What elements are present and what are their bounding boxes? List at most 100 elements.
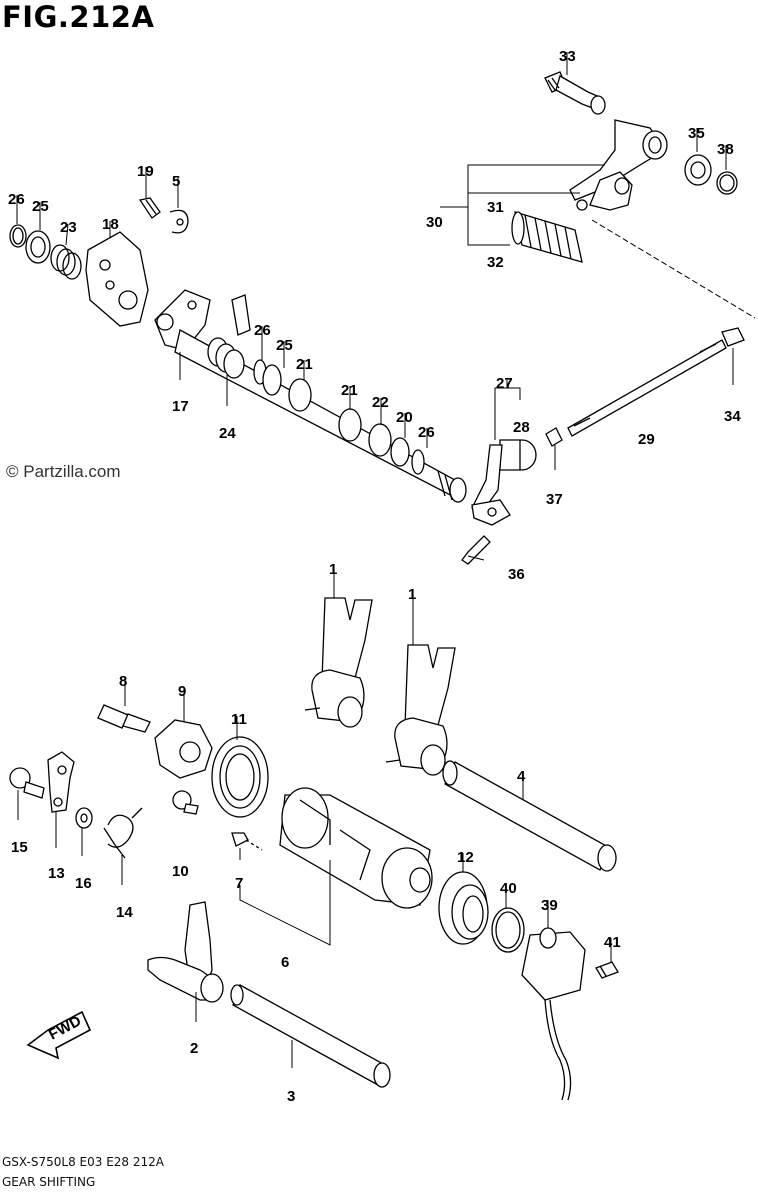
callout-10: 10 [172,863,189,880]
callout-24: 24 [219,425,236,442]
callout-41: 41 [604,934,621,951]
bolt-15 [9,767,45,799]
shift-rod-29 [567,339,727,437]
callout-31: 31 [487,199,504,216]
bolt-41 [595,961,619,979]
callout-34: 34 [724,408,741,425]
spring-14 [103,807,143,859]
pedal-rubber-32 [511,211,583,263]
callout-25: 25 [32,198,49,215]
callout-27: 27 [496,375,513,392]
callout-26: 26 [8,191,25,208]
callout-26: 26 [418,424,435,441]
shift-cam-6 [279,787,433,909]
bolt-10 [172,790,199,815]
pin-8 [97,704,151,733]
shift-shaft [174,329,467,503]
shift-arm-17 [154,289,251,351]
callout-11: 11 [231,711,247,728]
leader-line-36 [467,555,485,561]
copyright-notice: © Partzilla.com [6,462,121,481]
callout-15: 15 [11,839,28,856]
callout-22: 22 [372,394,389,411]
return-spring-24 [207,337,245,379]
nut-34 [721,327,745,347]
washer-16 [75,807,93,829]
callout-17: 17 [172,398,189,415]
callout-bracket-6 [239,860,331,946]
leader-line-23 [65,223,69,246]
assembly-guide-line [591,219,756,319]
callout-3: 3 [287,1088,295,1105]
circlip-38 [716,171,738,195]
callout-6: 6 [281,954,289,971]
washer-25a [25,230,51,264]
callout-28: 28 [513,419,530,436]
section-name: GEAR SHIFTING [2,1175,96,1189]
callout-37: 37 [546,491,563,508]
model-code: GSX-S750L8 E03 E28 212A [2,1155,164,1169]
nut-37 [545,427,563,447]
callout-1: 1 [408,586,416,603]
gear-position-switch-39 [521,927,586,1101]
callout-21: 21 [341,382,358,399]
shift-lever-arm [569,119,668,211]
fork-shaft-3 [230,984,391,1088]
o-ring-40 [491,907,525,953]
figure-title: FIG.212A [2,0,155,34]
callout-1: 1 [329,561,337,578]
bearing-12 [438,871,489,945]
shift-fork-1b [385,644,456,776]
leader-lines [16,52,734,1068]
callout-39: 39 [541,897,558,914]
spring-23 [50,244,82,280]
fwd-arrow: FWD [26,1010,92,1060]
callout-29: 29 [638,431,655,448]
shift-fork-1a [304,597,373,728]
washer-35 [684,154,712,186]
callout-38: 38 [717,141,734,158]
callout-18: 18 [102,216,119,233]
callout-21: 21 [296,356,313,373]
callout-bracket-27 [494,380,521,440]
callout-36: 36 [508,566,525,583]
callout-12: 12 [457,849,474,866]
shift-link-27 [471,444,511,526]
callout-32: 32 [487,254,504,271]
callout-33: 33 [559,48,576,65]
callout-5: 5 [172,173,180,190]
callout-9: 9 [178,683,186,700]
callout-16: 16 [75,875,92,892]
fork-shaft-4 [442,760,617,872]
plate-18 [85,231,149,327]
shaft-washers [253,359,425,475]
shift-fork-2 [147,901,224,1003]
circlip-26a [9,224,27,248]
callout-4: 4 [517,768,526,785]
callout-8: 8 [119,673,127,690]
rod-end-28 [499,439,537,471]
bolt-19 [138,197,161,219]
callout-30: 30 [426,214,443,231]
cam-stopper-plate-13 [47,751,75,813]
callout-23: 23 [60,219,77,236]
callout-2: 2 [190,1040,198,1057]
bearing-11 [211,736,269,818]
callout-20: 20 [396,409,413,426]
pedal-bolt-33 [544,71,606,115]
callout-13: 13 [48,865,65,882]
washer-5 [169,209,189,234]
cam-stopper-9 [154,719,213,779]
callout-bracket-30 [440,164,605,246]
callout-40: 40 [500,880,517,897]
callout-26: 26 [254,322,271,339]
callout-35: 35 [688,125,705,142]
bolt-36 [461,535,491,565]
callout-25: 25 [276,337,293,354]
callout-19: 19 [137,163,154,180]
pin-7 [231,832,263,851]
callout-14: 14 [116,904,133,921]
